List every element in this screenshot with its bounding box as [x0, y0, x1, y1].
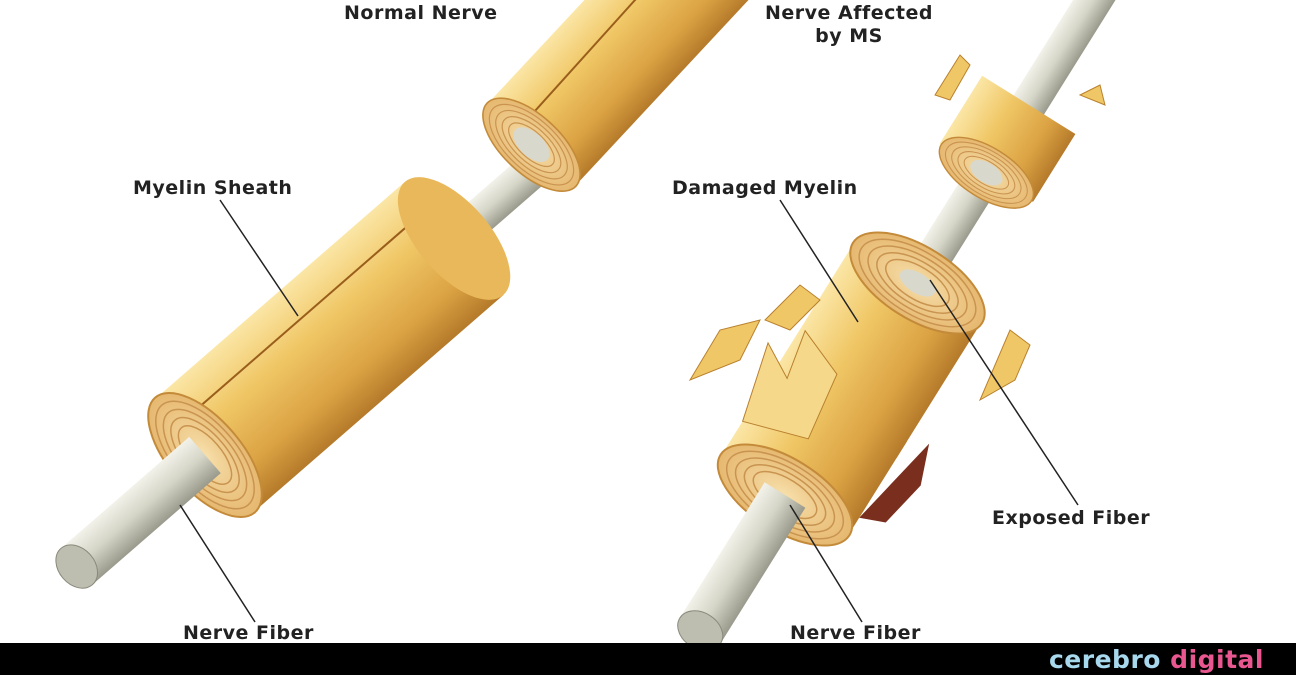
label-exposed-fiber: Exposed Fiber — [992, 507, 1151, 529]
leader-lines — [179, 199, 1079, 623]
title-line1: Nerve Affected — [765, 2, 933, 24]
title-normal-nerve: Normal Nerve — [344, 2, 498, 24]
normal-nerve — [55, 0, 780, 589]
myelin-fragment — [1078, 84, 1106, 106]
label-nerve-fiber-left: Nerve Fiber — [183, 622, 314, 644]
title-line2: by MS — [815, 25, 883, 47]
footer-bar — [0, 643, 1296, 675]
logo-part2: digital — [1170, 645, 1264, 674]
label-myelin-sheath: Myelin Sheath — [133, 177, 293, 199]
myelin-fragment — [978, 329, 1031, 402]
myelin-fragment — [764, 284, 821, 331]
label-nerve-fiber-right: Nerve Fiber — [790, 622, 921, 644]
myelin-fragment — [688, 319, 761, 382]
myelin-fragment — [934, 54, 971, 101]
brand-logo: cerebro digital — [1049, 645, 1264, 674]
ms-affected-nerve — [677, 0, 1119, 652]
label-damaged-myelin: Damaged Myelin — [672, 177, 858, 199]
logo-part1: cerebro — [1048, 645, 1161, 674]
